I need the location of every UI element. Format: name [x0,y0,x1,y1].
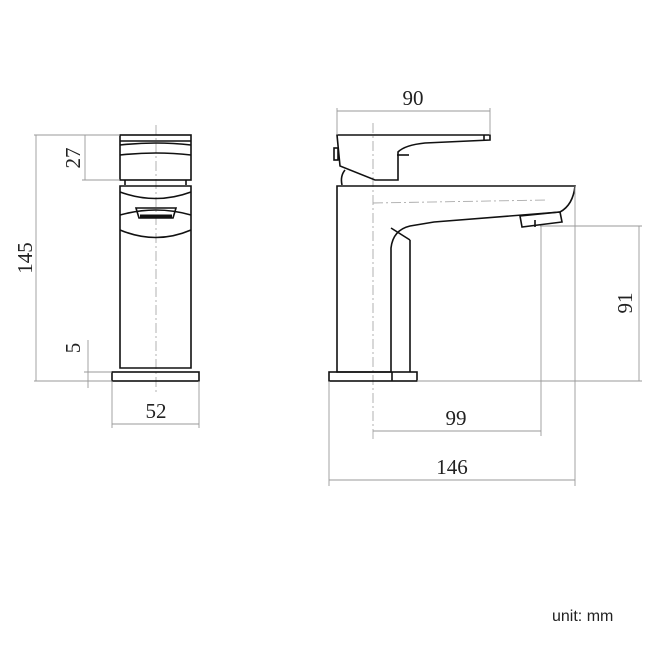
base-plate [111,371,200,382]
dim-overall-height: 145 [13,242,37,274]
tap-body [119,185,192,369]
aerator [134,207,178,219]
lever-handle [336,134,491,181]
handle-cap [119,134,192,181]
side-view: 145 27 5 52 [13,125,200,428]
dim-base-width: 52 [146,399,167,423]
dim-handle-height: 27 [61,148,85,169]
unit-label: unit: mm [552,608,614,625]
dim-spout-reach: 99 [446,406,467,430]
dim-base-thickness: 5 [61,343,85,354]
front-view: 90 91 99 146 [328,86,642,486]
dim-overall-length: 146 [436,455,468,479]
base-plate [328,371,418,382]
tap-body [336,185,576,373]
dim-handle-length: 90 [403,86,424,110]
dim-spout-height: 91 [613,293,637,314]
spout-outlet [519,211,563,228]
